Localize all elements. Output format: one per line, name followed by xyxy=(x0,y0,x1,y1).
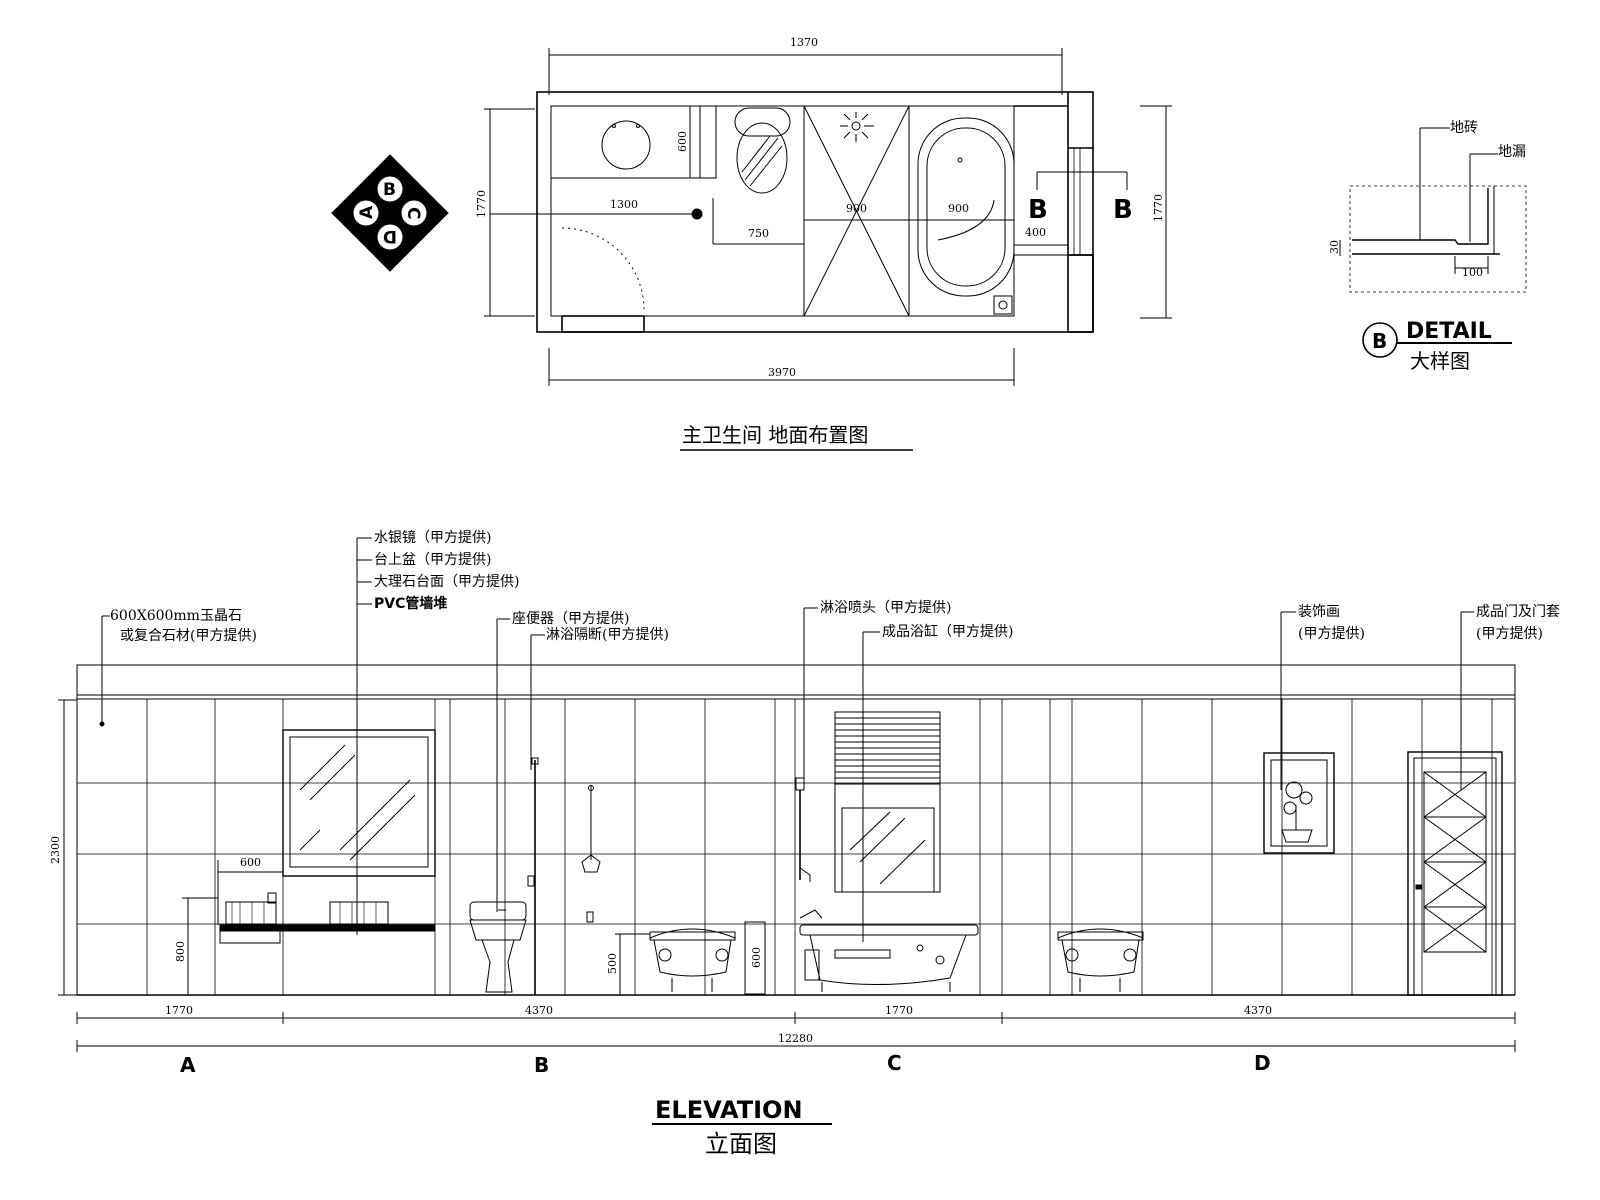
elev-dim-vanity-w: 600 xyxy=(240,856,261,869)
elev-seg-label-c: C xyxy=(887,1051,902,1075)
note-door-1: 成品门及门套 xyxy=(1476,604,1560,620)
note-mirror: 水银镜（甲方提供) xyxy=(374,530,491,546)
note-door-2: (甲方提供) xyxy=(1476,626,1543,642)
elevation-segment-labels: A B C D xyxy=(180,1051,1271,1077)
plan-dim-vanity-depth: 600 xyxy=(676,131,689,152)
plan-dim-shower: 900 xyxy=(846,202,867,215)
elevation-bathtub-b: 500 600 xyxy=(606,921,766,995)
plan-dim-top-text: 1370 xyxy=(790,36,818,49)
elevation: 600 800 xyxy=(49,530,1560,1158)
note-toilet: 座便器（甲方提供) xyxy=(512,611,629,627)
plan-dim-bottom-text: 3970 xyxy=(768,366,796,379)
elev-dim-height: 2300 xyxy=(49,836,62,864)
note-painting-2: (甲方提供) xyxy=(1298,626,1365,642)
note-shower-screen: 淋浴隔断(甲方提供) xyxy=(546,627,669,643)
elev-seg-width-b: 4370 xyxy=(525,1004,553,1017)
elev-dim-vanity-h: 800 xyxy=(174,941,187,962)
compass-icon: B C D A xyxy=(331,154,449,272)
elev-seg-width-c: 1770 xyxy=(885,1004,913,1017)
detail-marker: B xyxy=(1372,329,1387,353)
elev-seg-width-a: 1770 xyxy=(165,1004,193,1017)
elevation-bathtub-c xyxy=(799,909,979,992)
compass-d: D xyxy=(383,226,397,246)
elevation-door xyxy=(1407,751,1503,996)
elevation-toilet xyxy=(469,901,527,993)
plan-dim-tub: 900 xyxy=(948,202,969,215)
elev-seg-label-a: A xyxy=(180,1053,196,1077)
plan-walls xyxy=(536,91,1094,333)
elev-seg-label-d: D xyxy=(1254,1051,1271,1075)
elevation-painting xyxy=(1263,752,1335,854)
floor-plan: 1370 600 xyxy=(331,36,1172,451)
plan-dim-right-text: 1770 xyxy=(1152,194,1165,222)
compass-a: A xyxy=(357,205,377,219)
elev-seg-width-d: 4370 xyxy=(1244,1004,1272,1017)
elevation-vanity-dims: 600 800 xyxy=(174,856,283,995)
note-counter: 大理石台面（甲方提供) xyxy=(374,574,519,590)
elevation-shower-fixtures xyxy=(527,757,601,995)
plan-dimension-left: 1770 xyxy=(475,108,535,317)
note-basin: 台上盆（甲方提供) xyxy=(374,552,491,568)
note-pipe-wall: PVC管墙堆 xyxy=(374,595,447,612)
elev-seg-label-b: B xyxy=(534,1053,549,1077)
note-bathtub: 成品浴缸（甲方提供) xyxy=(882,623,1013,640)
detail-title: DETAIL xyxy=(1406,319,1492,344)
plan-title: 主卫生间 地面布置图 xyxy=(682,423,868,447)
plan-bathtub xyxy=(917,117,1015,315)
note-painting-1: 装饰画 xyxy=(1298,604,1340,620)
plan-door-swing xyxy=(561,227,645,311)
detail-b: 地砖 地漏 30 100 B DETAIL 大样图 xyxy=(1328,120,1527,373)
elevation-title: ELEVATION xyxy=(655,1096,803,1124)
compass-c: C xyxy=(403,207,423,219)
elevation-window-c xyxy=(834,711,941,893)
plan-dimension-top: 1370 xyxy=(548,36,1063,95)
plan-shower xyxy=(803,105,910,317)
plan-dim-1300: 1300 xyxy=(610,198,638,211)
plan-basin xyxy=(601,120,651,170)
note-wall-finish-1: 600X600mm玉晶石 xyxy=(110,608,242,624)
detail-label-tile: 地砖 xyxy=(1450,120,1478,136)
elevation-frame xyxy=(76,664,1516,996)
detail-marker-circle xyxy=(1362,322,1398,358)
note-shower-head: 淋浴喷头（甲方提供) xyxy=(820,600,951,616)
elevation-bottom-dims: 1770 4370 1770 4370 12280 xyxy=(76,1004,1516,1052)
plan-section-cut: B B xyxy=(1028,171,1133,225)
elev-total-width: 12280 xyxy=(778,1032,813,1045)
elevation-annotations: 600X600mm玉晶石 或复合石材(甲方提供) 水银镜（甲方提供) 台上盆（甲… xyxy=(99,530,1560,942)
note-wall-finish-2: 或复合石材(甲方提供) xyxy=(120,627,257,644)
plan-vanity: 600 xyxy=(550,105,717,179)
plan-dim-400: 400 xyxy=(1025,226,1046,239)
plan-toilet xyxy=(734,107,791,194)
elev-dim-tub-a: 500 xyxy=(606,953,619,974)
elevation-height-dim: 2300 xyxy=(49,699,77,996)
plan-dimension-bottom: 3970 xyxy=(548,348,1015,386)
elevation-vanity xyxy=(219,892,436,944)
shower-head-icon xyxy=(840,112,874,142)
plan-dim-750: 750 xyxy=(748,227,769,240)
detail-dim-height: 30 xyxy=(1328,240,1341,254)
elevation-tile-grid xyxy=(77,699,1515,995)
elev-dim-tub-b: 600 xyxy=(750,947,763,968)
detail-dim-width: 100 xyxy=(1462,266,1483,279)
section-mark-left: B xyxy=(1028,195,1048,225)
plan-dimension-right: 1770 xyxy=(1140,105,1172,319)
elevation-mirror xyxy=(282,729,436,877)
detail-label-drain: 地漏 xyxy=(1498,144,1526,160)
plan-interior-dims: 1300 750 900 900 400 xyxy=(490,198,1068,246)
elevation-shower-head-c xyxy=(795,777,811,882)
elevation-bathtub-d xyxy=(1057,928,1144,992)
elevation-subtitle: 立面图 xyxy=(705,1130,777,1158)
compass-b: B xyxy=(383,180,396,200)
detail-subtitle: 大样图 xyxy=(1410,349,1470,373)
plan-dim-left-text: 1770 xyxy=(475,190,488,218)
section-mark-right: B xyxy=(1113,195,1133,225)
